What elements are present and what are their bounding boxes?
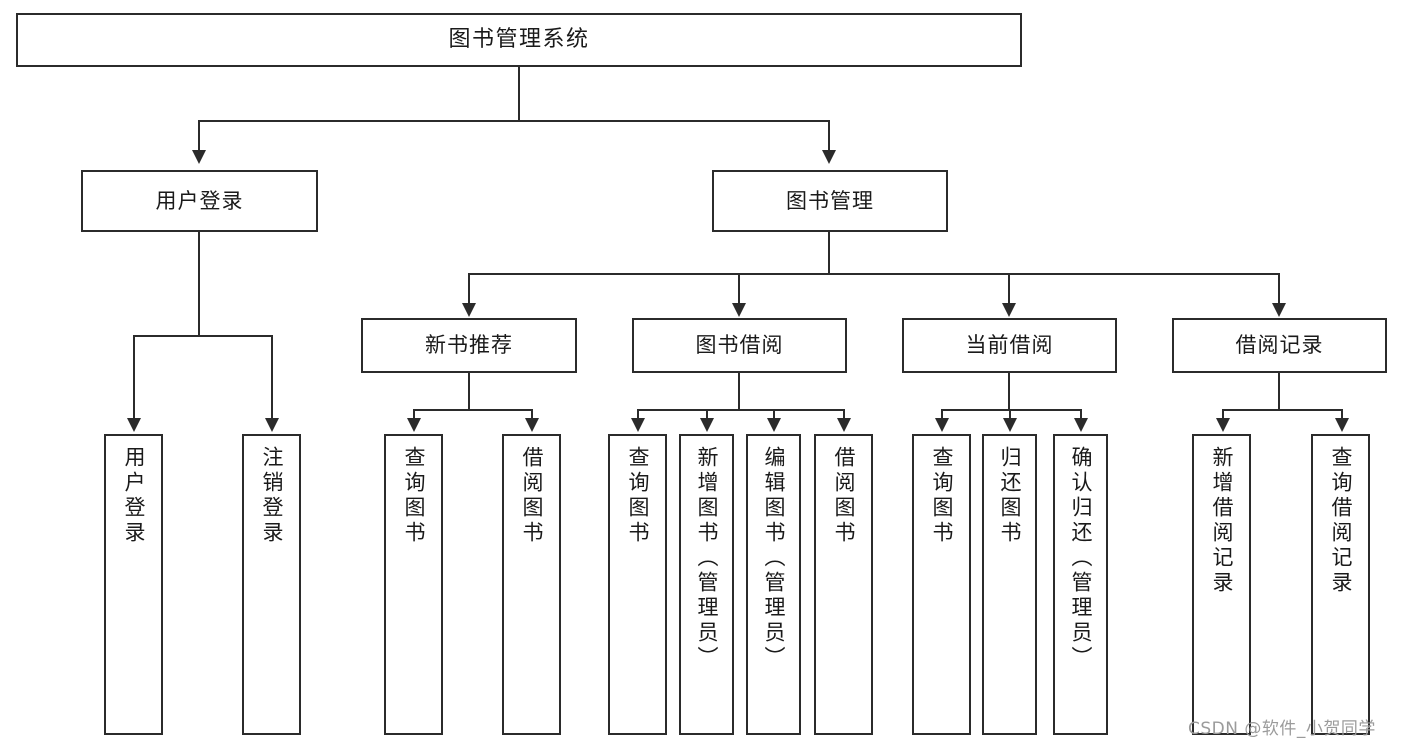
arrow-to-book-borrow	[732, 303, 746, 317]
node-leaf-query-book-3[interactable]: 查询图书	[912, 434, 971, 735]
node-label: 注销登录	[260, 446, 284, 546]
node-user-login[interactable]: 用户登录	[81, 170, 318, 232]
node-leaf-user-logout[interactable]: 注销登录	[242, 434, 301, 735]
node-label: 新增图书（管理员）	[695, 446, 719, 671]
node-leaf-confirm-return[interactable]: 确认归还（管理员）	[1053, 434, 1108, 735]
arrow-to-user-login	[192, 150, 206, 164]
node-label: 查询图书	[930, 446, 954, 546]
node-label: 新增借阅记录	[1210, 446, 1234, 596]
node-label: 新书推荐	[425, 333, 513, 358]
node-leaf-user-login[interactable]: 用户登录	[104, 434, 163, 735]
node-borrow-record[interactable]: 借阅记录	[1172, 318, 1387, 373]
arrow-to-borrow-record	[1272, 303, 1286, 317]
connector-to-book-manage	[828, 120, 830, 152]
arrow-current-borrow-child-2	[1003, 418, 1017, 432]
arrow-new-book-rec-child-1	[407, 418, 421, 432]
node-label: 借阅图书	[832, 446, 856, 546]
arrow-current-borrow-child-1	[935, 418, 949, 432]
node-label: 借阅记录	[1235, 333, 1324, 358]
connector-user-login-bus	[133, 335, 272, 337]
node-book-borrow[interactable]: 图书借阅	[632, 318, 847, 373]
node-leaf-borrow-book-1[interactable]: 借阅图书	[502, 434, 561, 735]
connector-user-login-child-1	[133, 335, 135, 420]
node-label: 图书管理	[786, 188, 874, 213]
connector-book-borrow-child-3	[773, 409, 775, 420]
node-label: 借阅图书	[520, 446, 544, 546]
arrow-to-book-manage	[822, 150, 836, 164]
node-label: 用户登录	[155, 188, 244, 213]
node-new-book-rec[interactable]: 新书推荐	[361, 318, 577, 373]
arrow-to-current-borrow	[1002, 303, 1016, 317]
node-label: 查询借阅记录	[1329, 446, 1353, 596]
connector-to-user-login	[198, 120, 200, 152]
connector-borrow-record-child-1	[1222, 409, 1224, 420]
connector-current-borrow-bus	[941, 409, 1081, 411]
connector-user-login-child-2	[271, 335, 273, 420]
node-leaf-add-record[interactable]: 新增借阅记录	[1192, 434, 1251, 735]
connector-new-book-rec-bus	[413, 409, 532, 411]
node-leaf-query-book-2[interactable]: 查询图书	[608, 434, 667, 735]
arrow-to-new-book-rec	[462, 303, 476, 317]
node-label: 用户登录	[122, 446, 146, 546]
connector-current-borrow-stem	[1008, 373, 1010, 409]
connector-borrow-record-stem	[1278, 373, 1280, 409]
node-label: 当前借阅	[965, 333, 1054, 358]
connector-book-borrow-bus	[637, 409, 844, 411]
connector-new-book-rec-stem	[468, 373, 470, 409]
node-label: 图书管理系统	[448, 27, 590, 53]
arrow-book-borrow-child-4	[837, 418, 851, 432]
arrow-book-borrow-child-2	[700, 418, 714, 432]
connector-level2-bus	[198, 120, 830, 122]
node-label: 查询图书	[402, 446, 426, 546]
node-label: 图书借阅	[695, 333, 784, 358]
connector-user-login-stem	[198, 232, 200, 335]
connector-book-borrow-child-4	[843, 409, 845, 420]
node-label: 确认归还（管理员）	[1069, 446, 1093, 671]
arrow-borrow-record-child-2	[1335, 418, 1349, 432]
connector-borrow-record-child-2	[1341, 409, 1343, 420]
connector-new-book-rec-child-2	[531, 409, 533, 420]
connector-book-borrow-child-1	[637, 409, 639, 420]
connector-book-manage-stem	[828, 232, 830, 273]
arrow-borrow-record-child-1	[1216, 418, 1230, 432]
connector-borrow-record-bus	[1222, 409, 1342, 411]
arrow-user-login-child-1	[127, 418, 141, 432]
node-leaf-borrow-book-2[interactable]: 借阅图书	[814, 434, 873, 735]
arrow-book-borrow-child-3	[767, 418, 781, 432]
node-leaf-return-book[interactable]: 归还图书	[982, 434, 1037, 735]
connector-root-stem	[518, 67, 520, 120]
connector-level3-bus	[468, 273, 1280, 275]
connector-to-new-book-rec	[468, 273, 470, 305]
connector-book-borrow-stem	[738, 373, 740, 409]
node-leaf-edit-book[interactable]: 编辑图书（管理员）	[746, 434, 801, 735]
node-label: 编辑图书（管理员）	[762, 446, 786, 671]
node-root-book-management-system[interactable]: 图书管理系统	[16, 13, 1022, 67]
connector-new-book-rec-child-1	[413, 409, 415, 420]
connector-to-book-borrow	[738, 273, 740, 305]
connector-current-borrow-child-3	[1080, 409, 1082, 420]
arrow-user-login-child-2	[265, 418, 279, 432]
node-label: 查询图书	[626, 446, 650, 546]
connector-to-borrow-record	[1278, 273, 1280, 305]
node-current-borrow[interactable]: 当前借阅	[902, 318, 1117, 373]
node-leaf-add-book[interactable]: 新增图书（管理员）	[679, 434, 734, 735]
arrow-book-borrow-child-1	[631, 418, 645, 432]
node-leaf-query-book-1[interactable]: 查询图书	[384, 434, 443, 735]
connector-current-borrow-child-1	[941, 409, 943, 420]
connector-book-borrow-child-2	[706, 409, 708, 420]
arrow-current-borrow-child-3	[1074, 418, 1088, 432]
node-leaf-query-record[interactable]: 查询借阅记录	[1311, 434, 1370, 735]
node-book-manage[interactable]: 图书管理	[712, 170, 948, 232]
arrow-new-book-rec-child-2	[525, 418, 539, 432]
connector-to-current-borrow	[1008, 273, 1010, 305]
connector-current-borrow-child-2	[1009, 409, 1011, 420]
node-label: 归还图书	[998, 446, 1022, 546]
